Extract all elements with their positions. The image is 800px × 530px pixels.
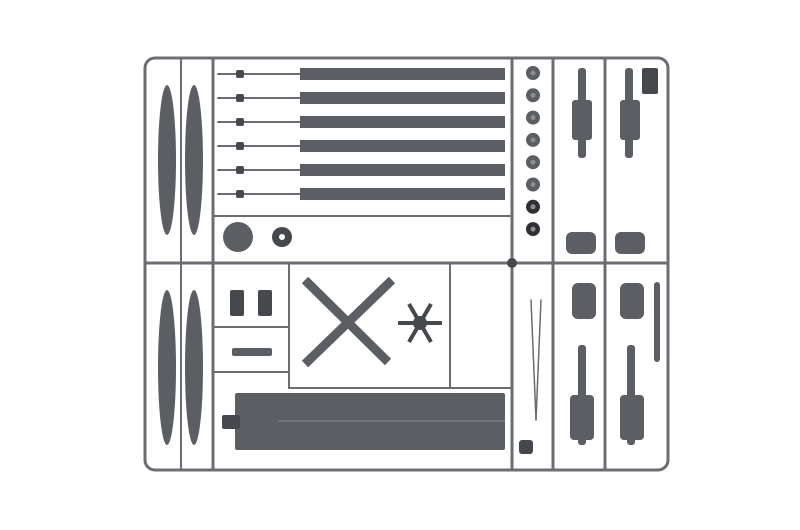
float-pontoon [185, 85, 203, 235]
blade-root [236, 142, 244, 150]
wheel-hub [530, 204, 536, 210]
round-plate [223, 222, 253, 252]
fin [620, 100, 640, 140]
wheel-hub [530, 137, 536, 143]
wheel-hub [530, 182, 536, 187]
rotor-blade [300, 116, 505, 128]
rotor-blade [300, 68, 505, 80]
sprue-parts [158, 66, 660, 454]
antenna-rod [654, 282, 660, 362]
float-pontoon [158, 290, 176, 445]
gear-hub-hole [279, 234, 285, 240]
sprue-runners [143, 56, 670, 472]
wheel-hub [530, 70, 536, 76]
stabilizer [620, 395, 644, 440]
fin [572, 100, 592, 140]
wheel-hub [530, 159, 536, 165]
wheel-hub [530, 92, 536, 98]
floor-nose [222, 415, 240, 429]
seat [230, 290, 244, 316]
wheel-hub [530, 115, 536, 121]
stabilizer [570, 395, 594, 440]
rotor-blade [300, 164, 505, 176]
float-pontoon [158, 85, 176, 235]
bracket [642, 68, 658, 94]
blade-root [236, 94, 244, 102]
engine-intake [615, 232, 645, 254]
blade-root [236, 70, 244, 78]
float-pontoon [185, 290, 203, 445]
blade-root [236, 118, 244, 126]
blade-root [236, 190, 244, 198]
exhaust [620, 283, 644, 319]
rotor-blade [300, 140, 505, 152]
control-rod [535, 299, 542, 421]
blade-root [236, 166, 244, 174]
control-rod [530, 299, 537, 421]
exhaust [572, 283, 596, 319]
seat [258, 290, 272, 316]
rotor-hub [413, 316, 427, 330]
small-part [519, 440, 533, 454]
runner-gate [507, 258, 517, 268]
engine-intake [566, 232, 596, 254]
tail-rotor-blade [301, 276, 396, 368]
wheel-hub [530, 226, 536, 232]
rotor-blade [300, 92, 505, 104]
rotor-blade [300, 188, 505, 200]
bench [232, 348, 272, 356]
